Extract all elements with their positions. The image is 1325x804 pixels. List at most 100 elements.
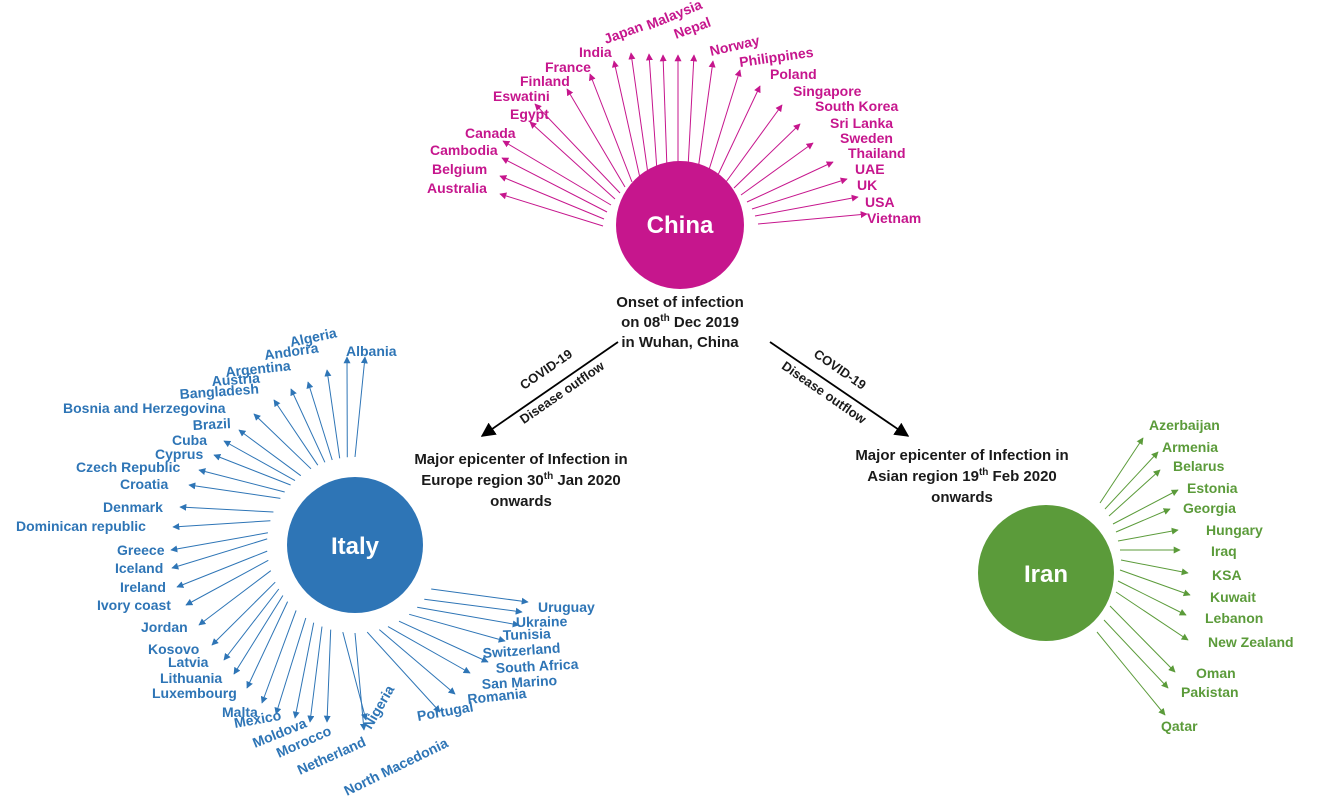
italy-country-label: Romania <box>467 685 528 707</box>
iran-country-label: Hungary <box>1206 522 1263 538</box>
iran-spoke-arrow <box>1099 437 1144 504</box>
iran-country-label: Pakistan <box>1181 684 1239 700</box>
italy-spoke-arrow <box>354 632 367 731</box>
iran-caption-line2: Asian region 19th Feb 2020 <box>867 467 1057 485</box>
italy-spoke-arrow <box>323 629 332 723</box>
flow-iran-line2: Disease outflow <box>779 358 870 427</box>
china-spoke-arrow <box>628 52 649 175</box>
china-country-label: Sweden <box>840 130 893 146</box>
italy-spoke-arrow <box>211 581 276 646</box>
italy-country-label: Kosovo <box>148 641 199 657</box>
iran-country-label: Kuwait <box>1210 589 1256 605</box>
iran-country-label: Iraq <box>1211 543 1237 559</box>
iran-spoke-arrow <box>1096 631 1166 716</box>
iran-country-label: Georgia <box>1183 500 1236 516</box>
italy-spoke-arrow <box>274 617 307 715</box>
iran-spokes: AzerbaijanArmeniaBelarusEstoniaGeorgiaHu… <box>1096 417 1294 734</box>
italy-country-label: Bangladesh <box>179 380 259 401</box>
china-country-label: Finland <box>520 73 570 89</box>
italy-country-label: Dominican republic <box>16 518 146 534</box>
china-spoke-arrow <box>751 177 848 210</box>
iran-spoke-arrow <box>1115 508 1171 533</box>
italy-spoke-arrow <box>253 413 312 470</box>
china-country-label: Eswatini <box>493 88 550 104</box>
china-circle <box>616 161 744 289</box>
italy-spoke-arrow <box>223 440 296 482</box>
iran-spoke-arrow <box>1120 559 1189 576</box>
flow-arrow-to-iran <box>769 341 910 437</box>
italy-spoke-arrow <box>366 631 441 713</box>
iran-label: Iran <box>1024 561 1068 588</box>
china-caption-line3: in Wuhan, China <box>621 334 739 351</box>
iran-spoke-arrow <box>1117 580 1187 616</box>
china-country-label: India <box>579 44 612 60</box>
italy-country-label: Ivory coast <box>97 597 171 613</box>
iran-country-label: New Zealand <box>1208 634 1294 650</box>
china-spoke-arrow <box>716 85 761 178</box>
italy-country-label: Greece <box>117 542 165 558</box>
italy-country-label: Ireland <box>120 579 166 595</box>
china-spoke-arrow <box>697 60 716 171</box>
italy-spoke-arrow <box>417 606 520 628</box>
italy-spoke-arrow <box>223 588 280 661</box>
italy-spoke-arrow <box>185 559 269 606</box>
iran-caption-line3: onwards <box>931 489 993 506</box>
iran-country-label: Qatar <box>1161 718 1198 734</box>
italy-spoke-arrow <box>198 570 272 626</box>
china-spoke-arrow <box>707 69 742 174</box>
italy-country-label: Luxembourg <box>152 685 237 701</box>
china-country-label: USA <box>865 194 895 210</box>
china-spoke-arrow <box>499 175 605 220</box>
italy-country-label: Denmark <box>103 499 163 515</box>
china-spoke-arrow <box>501 157 608 213</box>
china-country-label: UAE <box>855 161 885 177</box>
italy-country-label: Lithuania <box>160 670 222 686</box>
italy-spoke-arrow <box>179 503 274 513</box>
china-spoke-arrow <box>645 53 658 172</box>
italy-country-label: Cyprus <box>155 446 203 462</box>
italy-spoke-arrow <box>292 622 315 719</box>
iran-country-label: Armenia <box>1162 439 1218 455</box>
italy-country-label: Jordan <box>141 619 188 635</box>
iran-country-label: KSA <box>1212 567 1242 583</box>
china-country-label: Egypt <box>510 106 549 122</box>
italy-spoke-arrow <box>387 626 471 674</box>
italy-country-label: Uruguay <box>538 599 595 615</box>
iran-spoke-arrow <box>1117 527 1179 542</box>
italy-spoke-arrow <box>431 588 529 605</box>
italy-country-label: Nigeria <box>360 682 398 731</box>
china-spoke-arrow <box>740 142 814 196</box>
china-spoke-arrow <box>611 60 641 179</box>
china-spoke-arrow <box>725 104 783 183</box>
italy-country-label: Brazil <box>192 415 231 433</box>
hub-china: China <box>616 161 744 289</box>
china-country-label: France <box>545 59 591 75</box>
china-label: China <box>647 212 714 239</box>
italy-country-label: South Africa <box>495 656 579 676</box>
italy-country-label: San Marino <box>481 672 557 692</box>
italy-circle <box>287 477 423 613</box>
italy-spoke-arrow <box>170 532 268 553</box>
china-spoke-arrow <box>589 73 633 183</box>
italy-country-label: Switzerland <box>482 640 561 661</box>
china-spoke-arrow <box>757 211 868 225</box>
italy-spoke-arrow <box>198 468 285 493</box>
italy-caption: Major epicenter of Infection in Europe r… <box>414 451 627 510</box>
iran-spoke-arrow <box>1115 591 1189 641</box>
iran-country-label: Lebanon <box>1205 610 1263 626</box>
italy-spoke-arrow <box>246 601 289 689</box>
flow-italy-line2: Disease outflow <box>517 358 608 427</box>
china-spoke-arrow <box>733 123 801 189</box>
italy-country-label: Latvia <box>168 654 209 670</box>
italy-country-label: Czech Republic <box>76 459 180 475</box>
italy-caption-line3: onwards <box>490 493 552 510</box>
flow-arrow-to-italy <box>480 341 619 437</box>
china-caption: Onset of infection on 08th Dec 2019 in W… <box>616 294 744 351</box>
iran-country-label: Oman <box>1196 665 1236 681</box>
italy-country-label: Malta <box>222 704 258 720</box>
italy-country-label: Croatia <box>120 476 168 492</box>
italy-country-label: Tunisia <box>503 625 552 643</box>
italy-spoke-arrow <box>176 550 268 588</box>
china-spoke-arrow <box>687 54 698 169</box>
